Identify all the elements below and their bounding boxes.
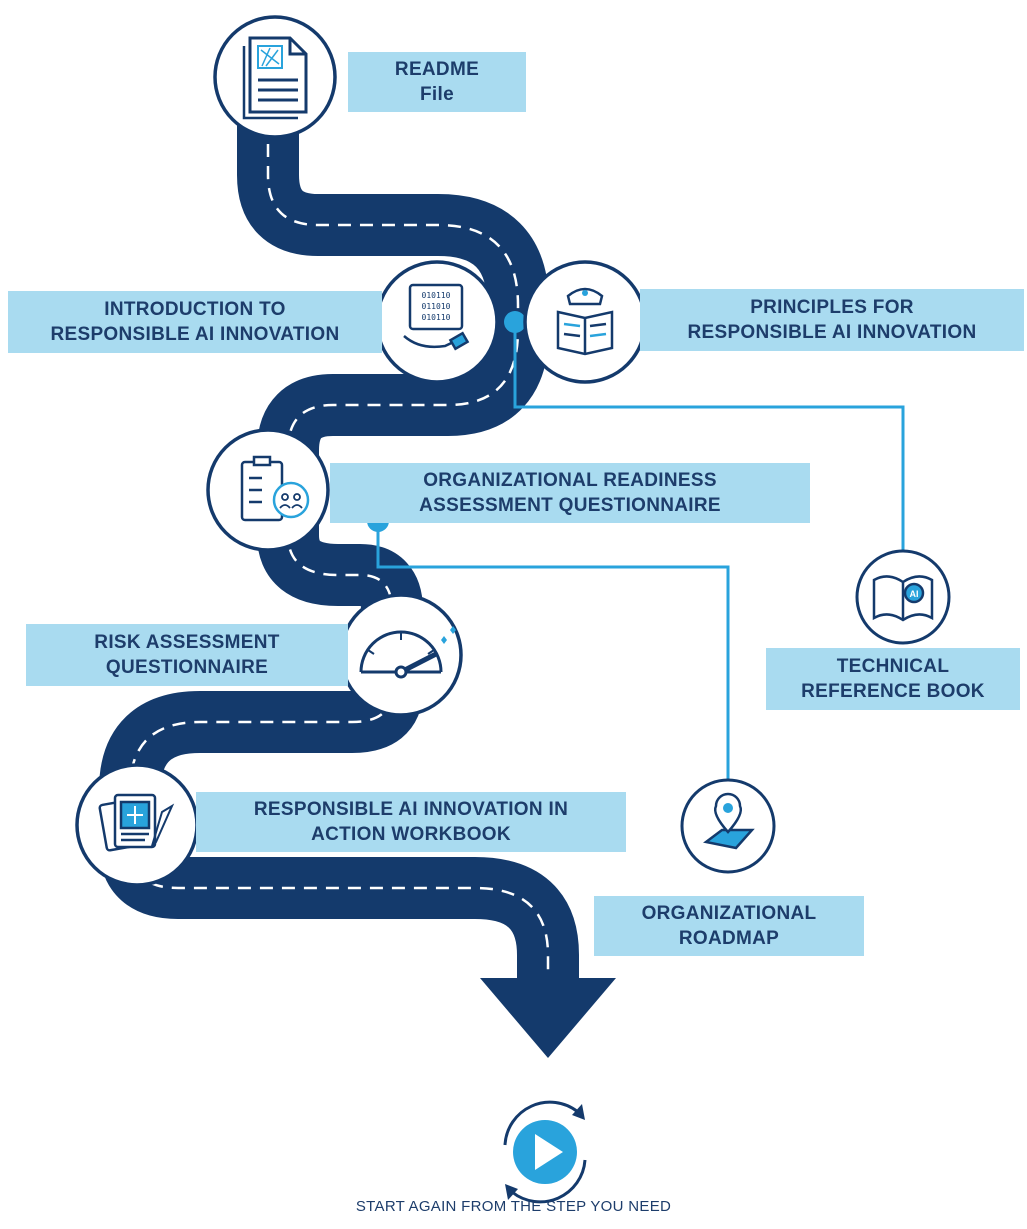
risk-node: [339, 593, 463, 717]
label-roadmap-line1: ORGANIZATIONAL: [641, 903, 817, 924]
label-technical: TECHNICAL REFERENCE BOOK: [766, 648, 1020, 710]
label-technical-line1: TECHNICAL: [836, 656, 950, 677]
restart-play-icon[interactable]: [503, 1100, 587, 1204]
label-readme-line1: README: [394, 59, 480, 80]
label-principles-line2: RESPONSIBLE AI INNOVATION: [687, 322, 977, 343]
svg-text:AI: AI: [910, 589, 919, 599]
readiness-node: [206, 428, 330, 552]
road-arrow: [480, 978, 616, 1058]
label-technical-line2: REFERENCE BOOK: [801, 681, 985, 702]
police-book-icon: [556, 287, 614, 356]
svg-text:011010: 011010: [422, 302, 451, 311]
label-readiness-line2: ASSESSMENT QUESTIONNAIRE: [419, 495, 721, 516]
principles-node: [523, 260, 647, 384]
intro-node: 010110 011010 010110: [375, 260, 499, 384]
svg-text:010110: 010110: [422, 313, 451, 322]
ai-book-icon: AI: [872, 575, 934, 622]
label-intro-line2: RESPONSIBLE AI INNOVATION: [50, 324, 340, 345]
footer-caption: START AGAIN FROM THE STEP YOU NEED: [355, 1198, 672, 1215]
connector-dot: [504, 311, 526, 333]
label-readiness-line1: ORGANIZATIONAL READINESS: [423, 470, 717, 491]
label-risk: RISK ASSESSMENT QUESTIONNAIRE: [26, 624, 348, 686]
workbook-node: [75, 763, 199, 887]
readme-node: [213, 15, 337, 139]
label-workbook: RESPONSIBLE AI INNOVATION IN ACTION WORK…: [196, 792, 626, 852]
document-icon: [242, 36, 308, 120]
map-pin-icon: [703, 792, 755, 850]
gauge-icon: [359, 626, 456, 679]
winding-road: [99, 100, 616, 1058]
label-readme-line2: File: [420, 84, 454, 105]
label-risk-line2: QUESTIONNAIRE: [105, 657, 269, 678]
label-roadmap-line2: ROADMAP: [678, 928, 780, 949]
binary-hand-icon: 010110 011010 010110: [403, 283, 470, 351]
roadmap-node: [680, 778, 776, 874]
label-workbook-line2: ACTION WORKBOOK: [311, 824, 511, 845]
label-readiness: ORGANIZATIONAL READINESS ASSESSMENT QUES…: [330, 463, 810, 523]
label-readme: README File: [348, 52, 526, 112]
label-roadmap: ORGANIZATIONAL ROADMAP: [594, 896, 864, 956]
clipboard-people-icon: [240, 455, 310, 522]
label-risk-line1: RISK ASSESSMENT: [94, 632, 280, 653]
label-principles-line1: PRINCIPLES FOR: [750, 297, 914, 318]
svg-text:010110: 010110: [422, 291, 451, 300]
workbook-icon: [98, 793, 175, 852]
label-intro-line1: INTRODUCTION TO: [104, 299, 286, 320]
label-workbook-line1: RESPONSIBLE AI INNOVATION IN: [253, 799, 569, 820]
label-intro: INTRODUCTION TO RESPONSIBLE AI INNOVATIO…: [8, 291, 382, 353]
label-principles: PRINCIPLES FOR RESPONSIBLE AI INNOVATION: [640, 289, 1024, 351]
technical-node: AI: [855, 549, 951, 645]
